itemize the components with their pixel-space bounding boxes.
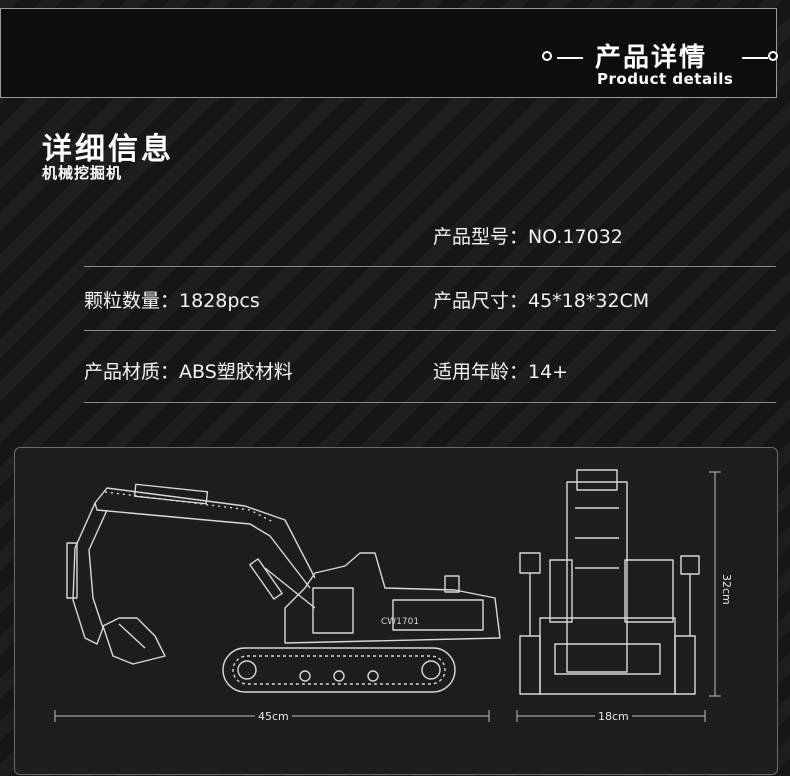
side-lift-cylinder	[264, 567, 316, 609]
side-wheel-1	[237, 660, 257, 680]
front-chassis	[554, 643, 661, 675]
front-body	[539, 617, 676, 695]
side-counterweight	[392, 599, 484, 631]
dim-width-label: 18cm	[595, 710, 632, 723]
spec-divider-1	[84, 266, 776, 267]
side-lift-cylinder-body	[249, 558, 283, 600]
spec-divider-2	[84, 330, 776, 331]
side-bucket	[102, 617, 166, 665]
dim-length-label: 45cm	[255, 710, 292, 723]
header-right-dot-icon	[768, 51, 778, 61]
product-drawing-panel: CW1701 45cm 18cm 32cm	[14, 447, 778, 775]
front-boom	[566, 481, 628, 673]
spec-age: 适用年龄：14+	[433, 361, 569, 383]
side-roller-1	[299, 670, 311, 682]
side-body	[284, 552, 501, 644]
excavator-line-drawing: CW1701	[54, 469, 721, 722]
spec-pieces: 颗粒数量：1828pcs	[84, 290, 260, 312]
spec-model: 产品型号：NO.17032	[433, 226, 623, 248]
spec-material: 产品材质：ABS塑胶材料	[84, 361, 293, 383]
front-right-track	[674, 635, 696, 695]
side-stick-cylinder	[66, 542, 78, 599]
spec-size: 产品尺寸：45*18*32CM	[433, 290, 650, 312]
header-left-dot-icon	[542, 51, 552, 61]
side-cab	[312, 587, 354, 634]
side-boom-cylinder	[133, 483, 209, 505]
section-subtitle: 机械挖掘机	[42, 164, 123, 182]
front-cab-left	[549, 559, 573, 623]
front-boom-top	[576, 469, 618, 491]
side-track-links	[232, 655, 446, 685]
front-mirror-right	[680, 555, 700, 575]
spec-divider-3	[84, 402, 776, 403]
header-title: 产品详情	[595, 43, 708, 73]
header-right-line	[742, 57, 768, 59]
header-subtitle: Product details	[597, 70, 734, 88]
side-track	[222, 647, 456, 693]
side-roller-2	[333, 670, 345, 682]
section-title: 详细信息	[42, 132, 174, 167]
side-bucket-rib	[118, 623, 146, 649]
header-bar: 产品详情 Product details	[0, 8, 778, 98]
model-badge: CW1701	[381, 617, 419, 627]
front-cab-right	[624, 559, 674, 623]
dim-height-label: 32cm	[720, 574, 733, 605]
side-stick	[72, 502, 108, 645]
header-left-line	[557, 57, 583, 59]
side-wheel-2	[421, 660, 441, 680]
side-roller-3	[367, 670, 379, 682]
front-mirror-left	[519, 552, 541, 574]
side-exhaust	[444, 575, 460, 593]
front-left-track	[519, 635, 541, 695]
front-boom-rungs	[575, 507, 619, 569]
